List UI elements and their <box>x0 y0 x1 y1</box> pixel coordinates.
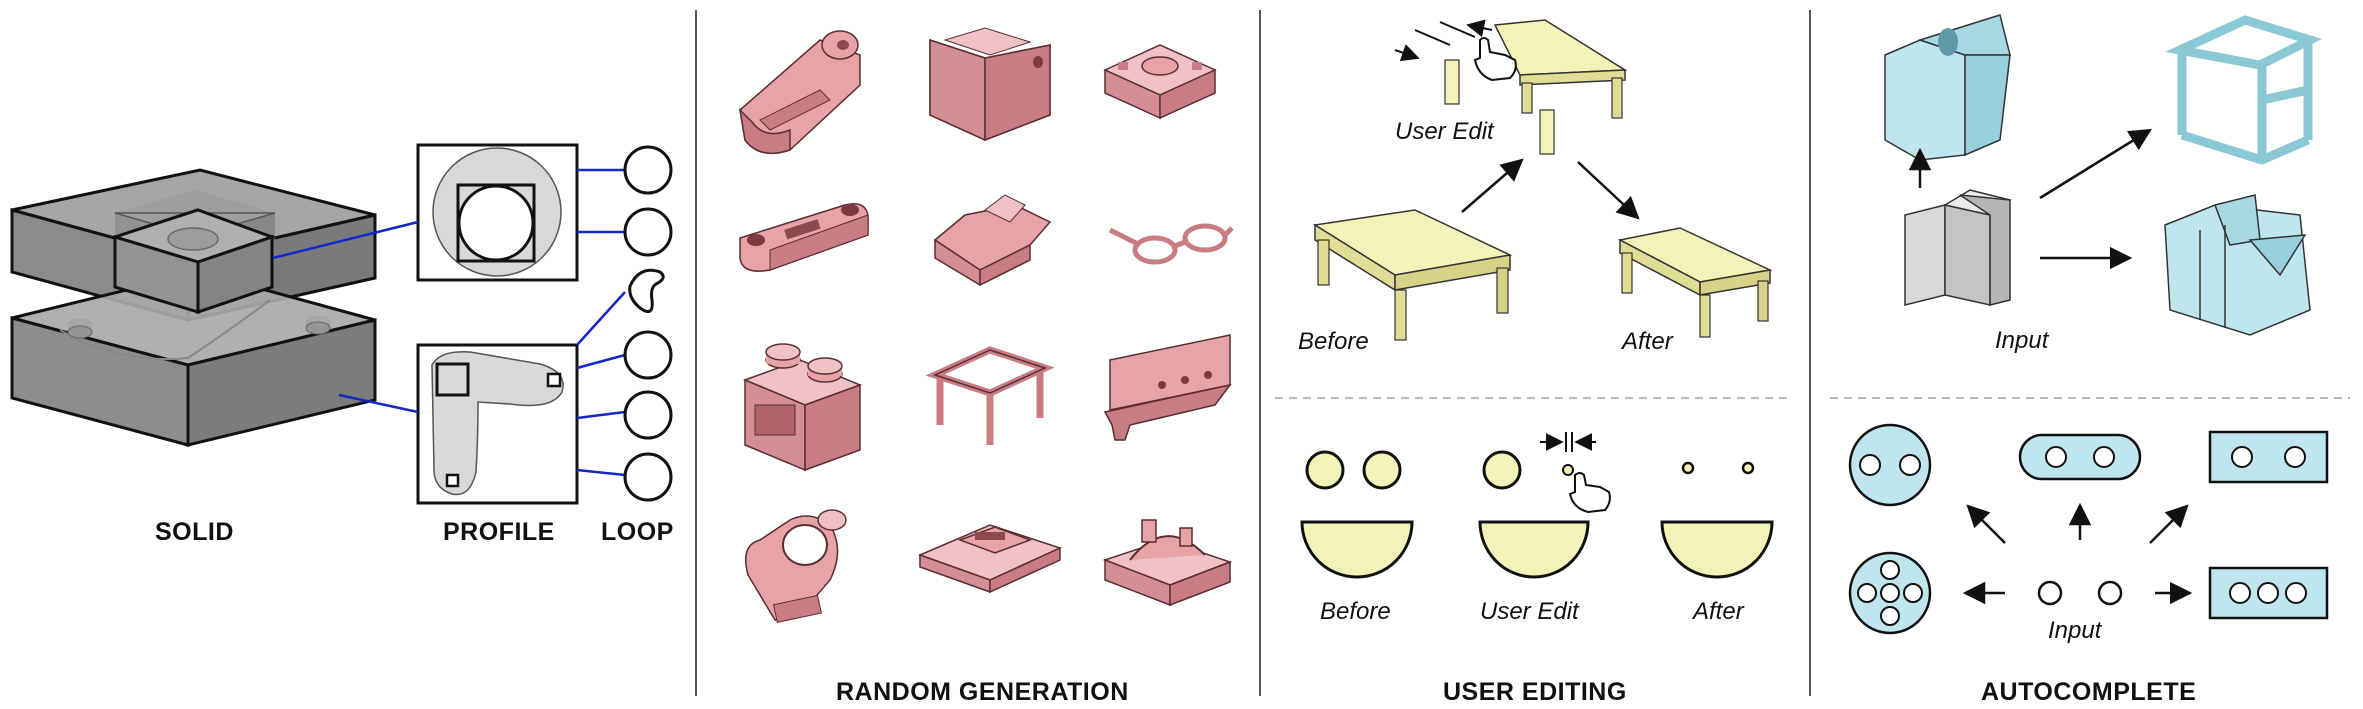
pink-object-clamp <box>745 509 847 623</box>
pink-object-glasses <box>1108 223 1234 265</box>
pink-object-open-box <box>929 27 1051 142</box>
table-user-edit <box>1444 19 1628 155</box>
label-solid: SOLID <box>155 518 234 546</box>
blue-object-completion-frame <box>2165 15 2323 165</box>
blue-object-completion-complex <box>2164 194 2311 336</box>
label-autocomplete: AUTOCOMPLETE <box>1981 678 2197 706</box>
caption-input-top: Input <box>1995 327 2049 354</box>
arrow-before-to-edit <box>1461 158 1524 213</box>
smiley-user-edit <box>1478 450 1590 579</box>
ac-shape-two-holes-circle <box>1848 423 1932 507</box>
caption-after-bottom: After <box>1693 598 1744 625</box>
smiley-before <box>1300 450 1414 579</box>
pink-object-comb-bracket <box>1103 334 1232 441</box>
hand-cursor-bottom <box>1568 472 1611 514</box>
pink-object-table-frame <box>925 346 1055 445</box>
ac-shape-rect-three-holes <box>2208 566 2329 620</box>
caption-after-top: After <box>1622 328 1673 355</box>
hand-cursor-top <box>1473 37 1517 82</box>
pink-object-block-shape <box>933 194 1052 287</box>
solid-base-box <box>10 270 377 447</box>
pink-object-pipe-clamp <box>1102 519 1233 607</box>
table-before <box>1312 209 1513 341</box>
label-loop: LOOP <box>601 518 674 546</box>
loop-connectors <box>272 168 626 477</box>
ac-arrows <box>1962 502 2193 605</box>
profile-1 <box>416 143 579 282</box>
ac-shape-input-holes <box>2037 580 2123 606</box>
caption-input-bottom: Input <box>2048 617 2102 644</box>
edit-dimension-marks-top <box>1394 19 1493 62</box>
blue-object-input-top <box>1904 189 2012 306</box>
arrow-input-upright <box>2039 128 2152 200</box>
caption-user-edit-top: User Edit <box>1395 118 1494 145</box>
blue-object-completion-up <box>1884 14 2011 161</box>
pink-object-slotted-bar <box>739 203 869 272</box>
caption-before-top: Before <box>1298 328 1369 355</box>
caption-user-edit-bottom: User Edit <box>1480 598 1579 625</box>
label-user-editing: USER EDITING <box>1443 678 1627 706</box>
pink-object-lego-brick <box>742 343 863 472</box>
ac-shape-slot <box>2018 433 2142 481</box>
loops <box>623 145 673 502</box>
solid-top-block <box>109 208 277 315</box>
label-random-generation: RANDOM GENERATION <box>836 678 1129 706</box>
pink-object-bracket-arm <box>738 30 861 155</box>
table-after <box>1617 227 1773 338</box>
profile-2 <box>416 343 579 505</box>
arrow-edit-to-after <box>1577 161 1640 220</box>
label-profile: PROFILE <box>443 518 555 546</box>
pink-object-flat-mount <box>917 524 1063 594</box>
caption-before-bottom: Before <box>1320 598 1391 625</box>
pink-object-square-plate <box>1103 44 1217 120</box>
ac-shape-five-holes-circle <box>1848 551 1932 635</box>
edit-dimension-marks-bottom <box>1540 432 1596 452</box>
smiley-after <box>1660 461 1774 579</box>
ac-shape-rect-two-holes <box>2208 430 2329 484</box>
